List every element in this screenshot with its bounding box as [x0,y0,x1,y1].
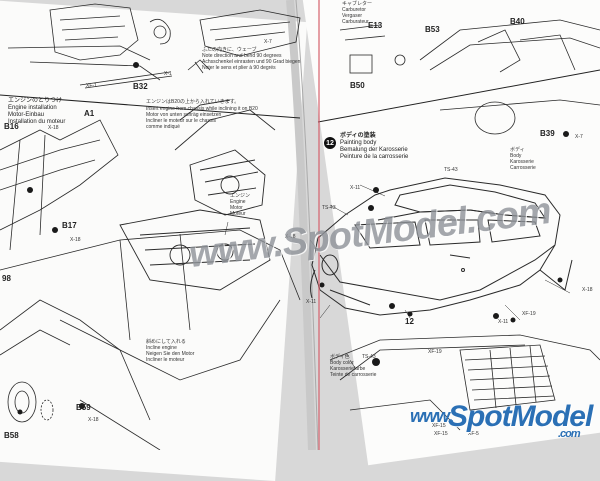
corner-domain: .com [558,428,581,440]
corner-watermark: www. SpotModel .com [410,398,595,443]
part-b50: B50 [350,81,365,90]
page-gutter [0,0,600,450]
code-x1: X-1 [164,71,172,77]
step-number-badge: 12 [324,137,336,149]
grille-drawing [329,334,600,431]
part-a1: A1 [84,109,95,118]
code-x18-b: X-18 [70,237,81,243]
paint-code-roof: TS-43 [444,167,458,173]
code-x18-a: X-18 [48,125,59,131]
paint-code-xf19-a: XF-19 [522,311,536,317]
paint-code-xf5: XF-5 [468,431,479,437]
paint-code-x18-b: X-18 [285,234,296,240]
leader-lines [224,184,571,369]
code-x18-c: X-18 [88,417,99,423]
small-parts [17,62,569,415]
paint-code-xf15-a: XF-15 [432,423,446,429]
engine-block-drawing [119,99,276,291]
paint-code-ts43-a: TS-43 [322,205,336,211]
paint-code-x11-a: X-11 [350,185,361,191]
red-edge [318,0,320,450]
part-b17: B17 [62,221,77,230]
paint-code-x11-b: X-11 [498,319,509,325]
part-b40: B40 [510,17,525,26]
part-b53: B53 [425,25,440,34]
part-b16: B16 [4,122,19,131]
engine-subframe-drawing [7,3,301,89]
line-art [0,3,600,450]
part-e13: E13 [368,21,383,30]
wheel-drawing [7,381,54,423]
part-b32: B32 [133,82,148,91]
corner-brand: SpotModel [448,400,593,433]
paint-code-xf19-b: XF-19 [428,349,442,355]
chassis-shell-drawing [0,119,301,450]
corner-www: www. [410,406,453,426]
code-xf1: XF-1 [86,83,97,89]
code-x7-right: X-7 [575,134,583,140]
car-body-drawing [310,177,573,316]
part-98: 98 [2,274,11,283]
part-b39: B39 [540,129,555,138]
part-b58: B58 [4,431,19,440]
paint-code-x11-c: X-11 [306,299,317,305]
interior-drawing [339,19,600,135]
code-x7: X-7 [264,39,272,45]
paint-code-x18-a: X-18 [582,287,593,293]
paint-code-xf15-b: XF-15 [434,431,448,437]
part-12: 12 [405,317,414,326]
part-b59: B59 [76,403,91,412]
